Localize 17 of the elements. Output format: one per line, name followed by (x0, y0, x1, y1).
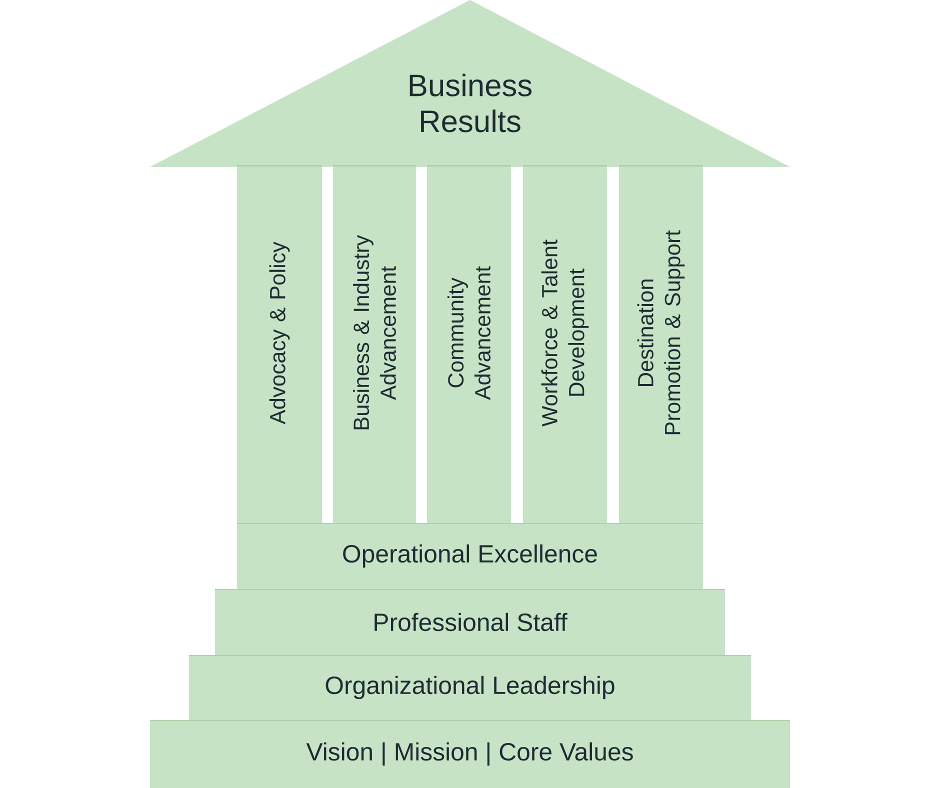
pillar-column: Advocacy & Policy (237, 165, 322, 523)
foundation-step: Vision | Mission | Core Values (150, 720, 790, 788)
node-label: Business & Industry Advancement (353, 235, 396, 430)
foundation-step: Professional Staff (214, 589, 726, 655)
node-label: Advocacy & Policy (269, 242, 290, 424)
pillar-column: Community Advancement (427, 165, 511, 523)
node-label: Community Advancement (448, 266, 491, 400)
foundation-step: Organizational Leadership (188, 655, 752, 720)
node-label: Operational Excellence (343, 544, 597, 568)
node-label: Professional Staff (374, 612, 568, 632)
node-label: Destination Promotion & Support (637, 230, 685, 434)
node-label: Workforce & Talent Development (541, 240, 589, 426)
node-label: Organizational Leadership (326, 676, 614, 700)
pillar-column: Workforce & Talent Development (523, 165, 607, 523)
pillar-column: Business & Industry Advancement (333, 165, 416, 523)
pillar-column: Destination Promotion & Support (619, 165, 703, 523)
foundation-step: Operational Excellence (236, 523, 704, 589)
